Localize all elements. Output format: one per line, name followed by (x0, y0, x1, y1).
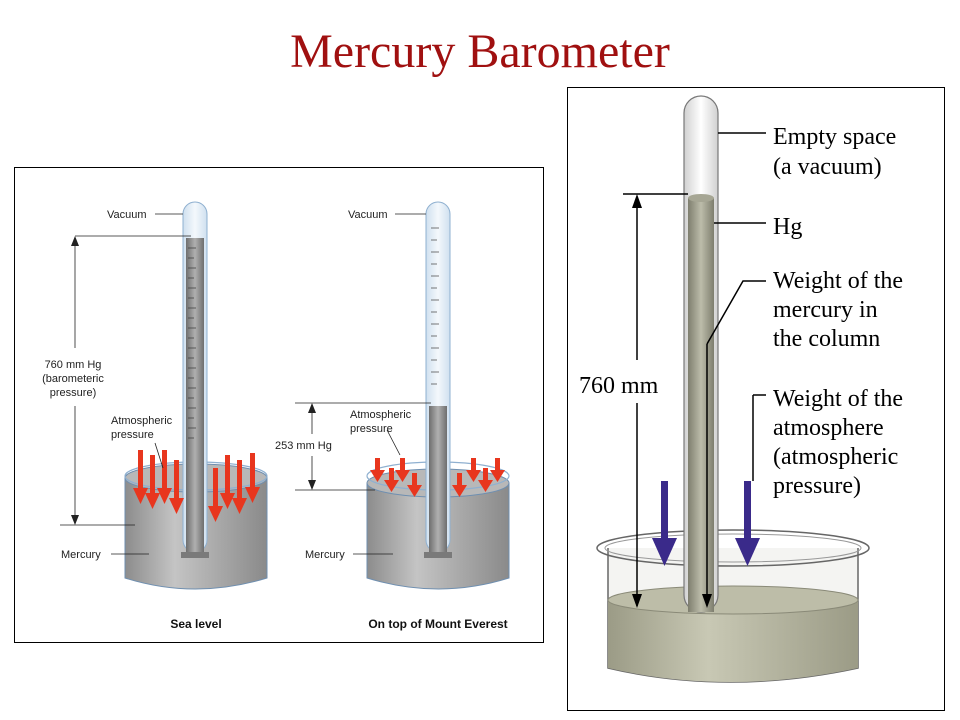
empty-space-label-line2: (a vacuum) (773, 154, 882, 180)
height-760mm-label: 760 mm (579, 373, 659, 399)
caption-sea-level: Sea level (170, 617, 221, 631)
atm-label-everest-line1: Atmospheric (350, 409, 412, 421)
barometer-detail-diagram: Empty space (a vacuum) Hg Weight of the … (567, 87, 945, 711)
caption-everest: On top of Mount Everest (368, 617, 507, 631)
weight-column-label-line2: mercury in (773, 297, 878, 323)
beaker (596, 529, 870, 683)
weight-atm-label-line3: (atmospheric (773, 444, 898, 470)
height-label-everest: 253 mm Hg (275, 440, 332, 452)
sea-level-barometer: Vacuum 760 mm Hg (barometeric pressure) … (42, 201, 268, 631)
atm-label-everest-line2: pressure (350, 423, 393, 435)
weight-atm-label-line1: Weight of the (773, 386, 903, 412)
weight-atm-label-line2: atmosphere (773, 415, 884, 441)
mercury-label-sea-level: Mercury (61, 549, 101, 561)
vacuum-label-sea-level: Vacuum (107, 209, 147, 221)
height-label-sea-level-line2: (barometeric (42, 373, 104, 385)
atmospheric-pressure-arrows (652, 481, 760, 566)
sea-level-vs-everest-diagram: Vacuum 760 mm Hg (barometeric pressure) … (14, 167, 544, 643)
atmospheric-pressure-arrows-sea-level (133, 450, 260, 522)
mercury-label-everest: Mercury (305, 549, 345, 561)
left-diagram-svg: Vacuum 760 mm Hg (barometeric pressure) … (42, 201, 510, 631)
weight-atm-label-line4: pressure) (773, 473, 861, 499)
weight-column-label-line3: the column (773, 326, 880, 352)
atmospheric-pressure-arrows-everest (370, 458, 505, 497)
atm-label-sea-level-line2: pressure (111, 429, 154, 441)
height-label-sea-level-line3: pressure) (50, 387, 96, 399)
hg-label: Hg (773, 214, 802, 240)
weight-column-label-line1: Weight of the (773, 268, 903, 294)
everest-barometer: Vacuum 253 mm Hg Atmospheric pressure Me… (275, 201, 510, 631)
barometer-tube (683, 95, 719, 613)
height-label-sea-level-line1: 760 mm Hg (45, 359, 102, 371)
empty-space-label-line1: Empty space (773, 124, 896, 150)
vacuum-label-everest: Vacuum (348, 209, 388, 221)
atm-label-sea-level-line1: Atmospheric (111, 415, 173, 427)
right-diagram-svg: Empty space (a vacuum) Hg Weight of the … (579, 95, 903, 683)
page-title: Mercury Barometer (290, 25, 670, 78)
